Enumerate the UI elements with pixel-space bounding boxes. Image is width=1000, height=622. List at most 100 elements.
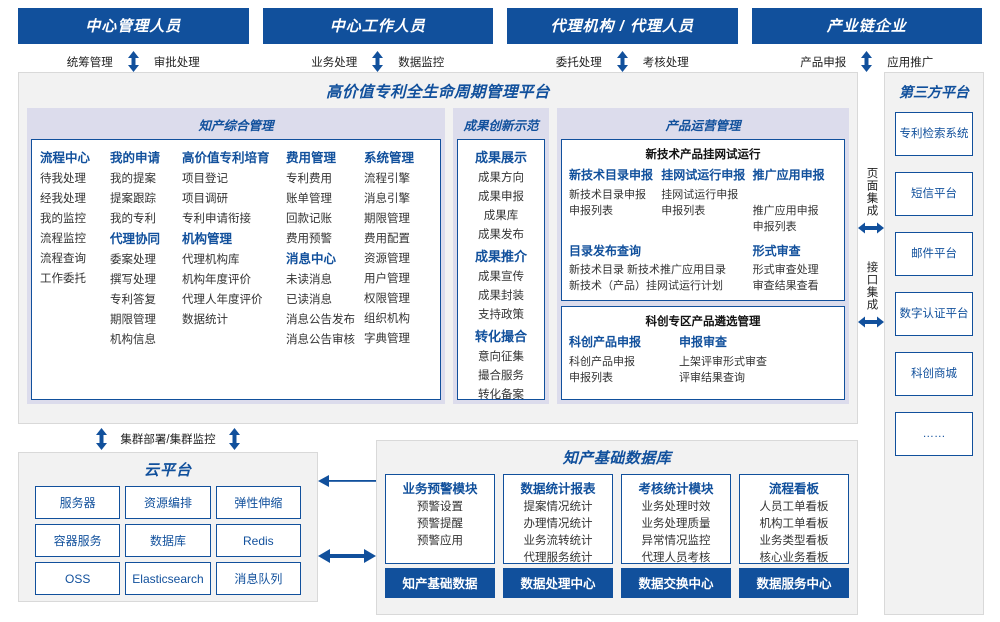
menu-item[interactable]: 代理机构库	[182, 254, 240, 266]
menu-group-title[interactable]: 推广应用申报	[752, 168, 825, 182]
third-party-item[interactable]: 专利检索系统	[895, 112, 973, 156]
menu-item[interactable]: 成果宣传	[478, 271, 524, 283]
menu-item[interactable]: 转化备案	[478, 389, 524, 400]
database-footer[interactable]: 数据交换中心	[621, 568, 731, 598]
menu-item[interactable]: 推广应用申报	[752, 205, 819, 217]
database-item[interactable]: 预警应用	[417, 535, 463, 547]
cloud-cell[interactable]: Redis	[215, 524, 301, 557]
menu-item[interactable]: 专利答复	[110, 294, 156, 306]
menu-item[interactable]: 申报列表	[569, 205, 613, 217]
menu-item[interactable]: 审查结果查看	[752, 280, 819, 292]
menu-group-title[interactable]: 成果展示	[474, 150, 527, 165]
menu-item[interactable]: 上架评审形式审查	[679, 356, 767, 369]
menu-group-title[interactable]: 消息中心	[286, 252, 337, 266]
menu-item[interactable]: 挂网试运行申报	[661, 189, 739, 201]
database-footer[interactable]: 数据服务中心	[739, 568, 849, 598]
actor-title[interactable]: 中心工作人员	[262, 8, 493, 44]
menu-item[interactable]: 流程查询	[40, 253, 86, 265]
third-party-item[interactable]: 科创商城	[895, 352, 973, 396]
menu-group-title[interactable]: 成果推介	[474, 249, 527, 264]
menu-item[interactable]: 专利申请衔接	[182, 213, 251, 225]
menu-group-title[interactable]: 挂网试运行申报	[661, 168, 746, 182]
menu-item[interactable]: 回款记账	[286, 213, 332, 225]
menu-item[interactable]: 项目调研	[182, 193, 228, 205]
menu-group-title[interactable]: 申报审查	[679, 335, 728, 350]
database-item[interactable]: 业务处理时效	[641, 501, 711, 513]
menu-item[interactable]: 评审结果查询	[679, 372, 745, 385]
menu-item[interactable]: 专利费用	[286, 173, 332, 185]
menu-item[interactable]: 我的监控	[40, 213, 86, 225]
menu-item[interactable]: 委案处理	[110, 254, 156, 266]
menu-item[interactable]: 流程监控	[40, 233, 86, 245]
menu-group-title[interactable]: 形式审查	[752, 244, 801, 258]
cloud-cell[interactable]: 资源编排	[125, 486, 211, 519]
menu-item[interactable]: 成果发布	[478, 229, 524, 241]
cloud-cell[interactable]: 弹性伸缩	[215, 486, 301, 519]
database-item[interactable]: 预警设置	[417, 501, 463, 513]
database-item[interactable]: 核心业务看板	[759, 552, 829, 564]
menu-item[interactable]: 成果库	[483, 210, 519, 222]
menu-item[interactable]: 我的专利	[110, 213, 156, 225]
menu-item[interactable]: 已读消息	[286, 294, 332, 306]
cloud-cell[interactable]: 消息队列	[215, 562, 301, 595]
cloud-cell[interactable]: OSS	[35, 562, 121, 595]
menu-item[interactable]: 费用预警	[286, 233, 332, 245]
menu-item[interactable]: 申报列表	[752, 221, 797, 233]
menu-item[interactable]: 项目登记	[182, 173, 228, 185]
database-item[interactable]: 业务类型看板	[759, 535, 829, 547]
menu-item[interactable]: 我的提案	[110, 173, 156, 185]
menu-item[interactable]: 形式审查处理	[752, 264, 819, 276]
menu-item[interactable]: 工作委托	[40, 273, 86, 285]
cloud-cell[interactable]: Elasticsearch	[125, 562, 211, 595]
menu-item[interactable]: 科创产品申报	[569, 356, 635, 369]
menu-group-title[interactable]: 流程中心	[40, 151, 91, 165]
menu-group-title[interactable]: 费用管理	[286, 151, 337, 165]
menu-item[interactable]: 撮合服务	[478, 370, 524, 382]
menu-group-title[interactable]: 机构管理	[182, 232, 233, 246]
menu-group-title[interactable]: 新技术目录申报	[569, 168, 654, 182]
menu-item[interactable]: 资源管理	[364, 253, 410, 265]
menu-item[interactable]: 数据统计	[182, 314, 228, 326]
menu-item[interactable]: 成果申报	[478, 191, 524, 203]
menu-item[interactable]: 新技术（产品）挂网试运行计划	[569, 280, 723, 292]
cloud-cell[interactable]: 服务器	[35, 486, 121, 519]
database-item[interactable]: 预警提醒	[417, 518, 463, 530]
menu-item[interactable]: 撰写处理	[110, 274, 156, 286]
menu-item[interactable]: 账单管理	[286, 193, 332, 205]
actor-title[interactable]: 产业链企业	[751, 8, 982, 44]
database-item[interactable]: 提案情况统计	[523, 501, 593, 513]
database-item[interactable]: 机构工单看板	[759, 518, 829, 530]
menu-item[interactable]: 流程引擎	[364, 173, 410, 185]
menu-item[interactable]: 提案跟踪	[110, 193, 156, 205]
menu-item[interactable]: 字典管理	[364, 333, 410, 345]
database-footer[interactable]: 数据处理中心	[503, 568, 613, 598]
menu-item[interactable]: 成果方向	[478, 172, 524, 184]
third-party-item[interactable]: ……	[895, 412, 973, 456]
menu-item[interactable]: 费用配置	[364, 233, 410, 245]
third-party-item[interactable]: 数字认证平台	[895, 292, 973, 336]
database-item[interactable]: 代理人员考核	[641, 552, 711, 564]
database-item[interactable]: 代理服务统计	[523, 552, 593, 564]
menu-item[interactable]: 待我处理	[40, 173, 86, 185]
menu-item[interactable]: 消息引擎	[364, 193, 410, 205]
menu-item[interactable]: 未读消息	[286, 274, 332, 286]
actor-title[interactable]: 中心管理人员	[18, 8, 249, 44]
actor-title[interactable]: 代理机构 / 代理人员	[507, 8, 738, 44]
third-party-item[interactable]: 短信平台	[895, 172, 973, 216]
menu-item[interactable]: 期限管理	[364, 213, 410, 225]
menu-group-title[interactable]: 系统管理	[364, 151, 415, 165]
cloud-cell[interactable]: 数据库	[125, 524, 211, 557]
menu-item[interactable]: 申报列表	[661, 205, 706, 217]
menu-item[interactable]: 用户管理	[364, 273, 410, 285]
menu-item[interactable]: 新技术目录申报	[569, 189, 646, 201]
menu-item[interactable]: 申报列表	[569, 372, 613, 385]
menu-group-title[interactable]: 我的申请	[110, 151, 161, 165]
menu-group-title[interactable]: 代理协同	[110, 232, 161, 246]
menu-group-title[interactable]: 科创产品申报	[569, 335, 642, 350]
cloud-cell[interactable]: 容器服务	[35, 524, 121, 557]
database-item[interactable]: 业务流转统计	[523, 535, 593, 547]
menu-item[interactable]: 意向征集	[478, 351, 524, 363]
menu-item[interactable]: 期限管理	[110, 314, 156, 326]
menu-item[interactable]: 新技术目录 新技术推广应用目录	[569, 264, 727, 276]
menu-group-title[interactable]: 高价值专利培育	[182, 151, 270, 165]
